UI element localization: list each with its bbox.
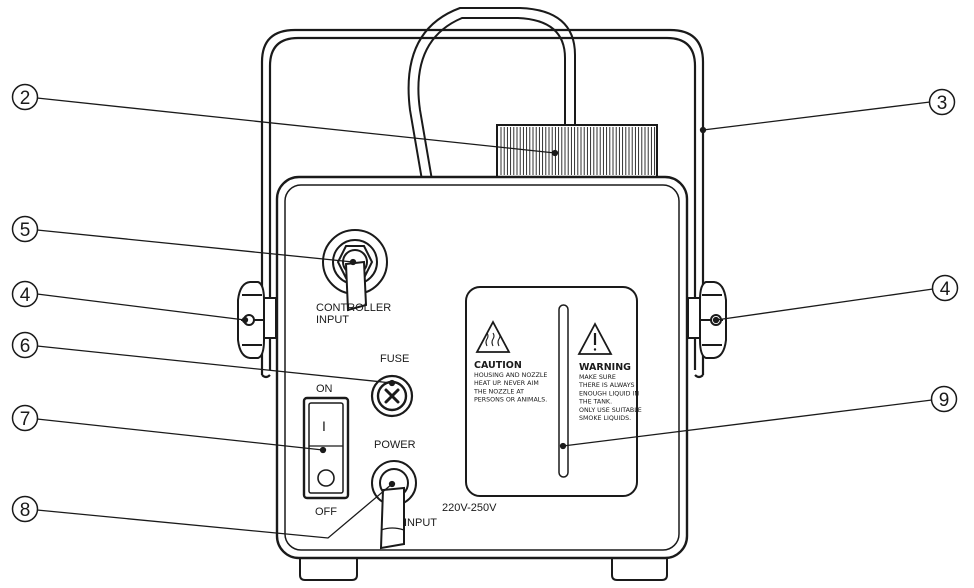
callout-2-number: 2 [20,88,31,109]
knob-left [237,281,277,359]
controller-input-label-line2: INPUT [316,314,349,326]
power-input-label: INPUT [404,517,437,529]
callout-5: 5 [11,215,39,243]
callout-2: 2 [11,83,39,111]
callout-3-number: 3 [937,93,948,114]
voltage-label: 220V-250V [442,502,497,514]
callout-4-left-number: 4 [20,285,31,306]
on-label: ON [316,383,333,395]
callout-3: 3 [928,88,956,116]
callout-4-left: 4 [11,280,39,308]
callout-4-right: 4 [931,274,959,302]
warning-line: THE TANK. [578,399,612,406]
tank-cap [496,124,658,178]
caution-title: CAUTION [474,360,522,371]
callout-7-number: 7 [20,409,31,430]
fuse-label: FUSE [380,353,409,365]
fuse-holder[interactable] [370,374,414,418]
power-label: POWER [374,439,416,451]
caution-line: HEAT UP. NEVER AIM [474,380,539,387]
callout-8: 8 [11,495,39,523]
leader-lines [36,97,934,539]
warning-line: MAKE SURE [579,374,616,381]
hot-surface-warning-icon [475,320,511,353]
mounting-bracket [260,28,705,379]
feet [299,555,668,581]
callout-8-number: 8 [20,500,31,521]
controller-cable [407,7,576,181]
callout-4-right-number: 4 [940,279,951,300]
off-label: OFF [315,506,337,518]
callout-6-number: 6 [20,336,31,357]
callout-5-number: 5 [20,220,31,241]
caution-line: THE NOZZLE AT [473,388,524,395]
callout-9-number: 9 [939,390,950,411]
warning-line: ONLY USE SUITABLE [579,407,642,414]
controller-input-label-line1: CONTROLLER [316,302,391,314]
callout-9: 9 [930,385,958,413]
warning-line: THERE IS ALWAYS [578,382,635,389]
warning-title: WARNING [579,362,631,373]
exclamation-warning-icon [577,322,613,355]
callout-7: 7 [11,404,39,432]
warning-line: SMOKE LIQUIDS. [579,415,631,422]
callout-6: 6 [11,331,39,359]
power-switch[interactable] [302,396,350,500]
caution-line: PERSONS OR ANIMALS. [474,397,547,404]
warning-line: ENOUGH LIQUID IN [579,390,639,397]
switch-on-symbol: I [322,418,326,434]
caution-line: HOUSING AND NOZZLE [474,372,547,379]
